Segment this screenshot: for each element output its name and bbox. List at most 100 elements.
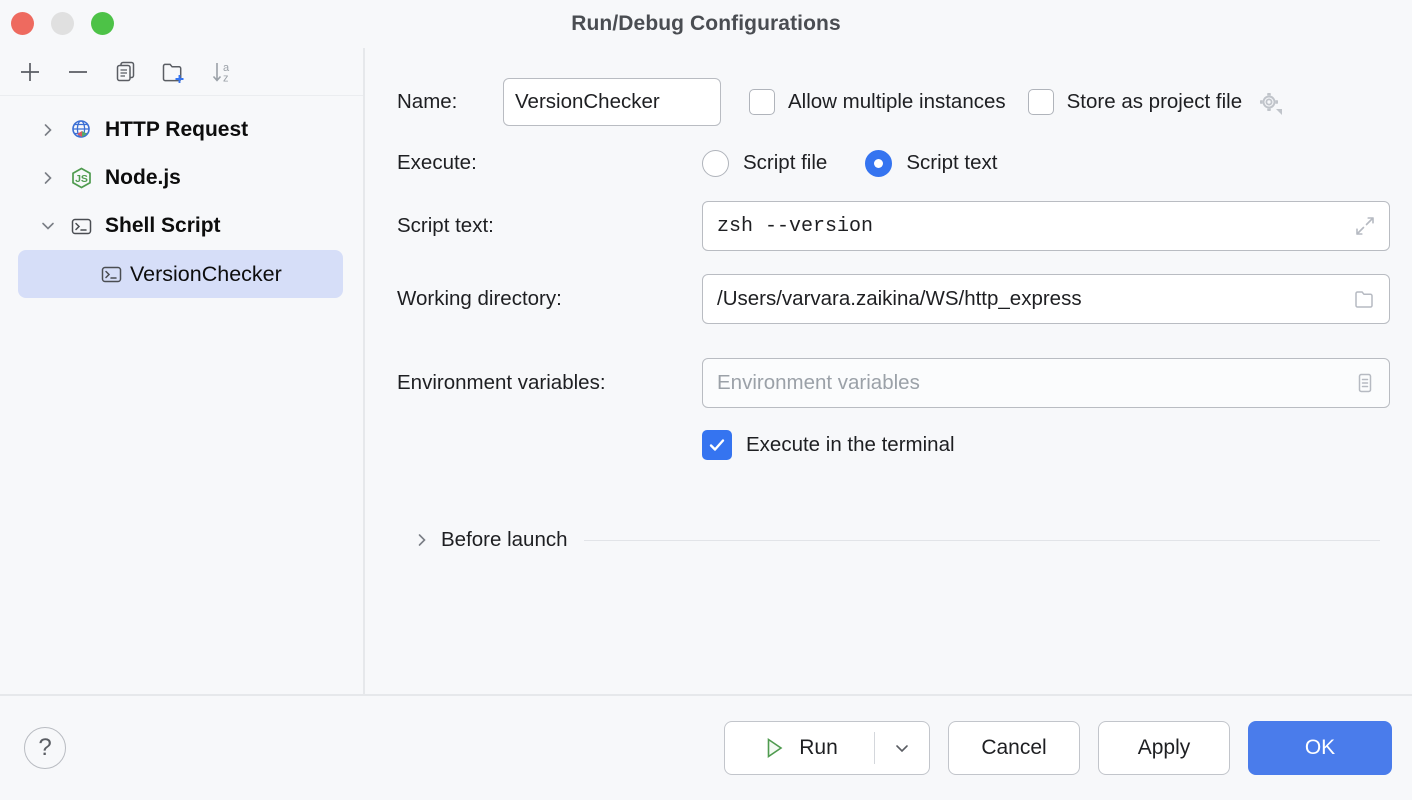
working-directory-row: Working directory: /Users/varvara.zaikin…: [397, 274, 1390, 324]
environment-variables-field[interactable]: Environment variables: [702, 358, 1390, 408]
dialog-footer: ? Run Cancel: [0, 696, 1412, 800]
new-folder-icon: [162, 63, 184, 83]
remove-configuration-button[interactable]: [56, 54, 100, 90]
help-button[interactable]: ?: [24, 727, 66, 769]
working-directory-label: Working directory:: [397, 287, 562, 310]
tree-item-versionchecker[interactable]: VersionChecker: [18, 250, 343, 298]
radio-script-text[interactable]: Script text: [865, 149, 998, 177]
run-dropdown-button[interactable]: [875, 722, 929, 774]
chevron-right-icon[interactable]: [36, 166, 60, 190]
svg-text:JS: JS: [75, 173, 88, 185]
button-divider: [874, 732, 875, 764]
dialog-body: a z: [0, 48, 1412, 696]
browse-directory-button[interactable]: [1347, 281, 1383, 317]
footer-buttons: Run Cancel Apply OK: [724, 721, 1392, 775]
working-directory-field[interactable]: /Users/varvara.zaikina/WS/http_express: [702, 274, 1390, 324]
radio-script-text-label: Script text: [906, 151, 998, 174]
environment-variables-placeholder: Environment variables: [717, 371, 920, 394]
chevron-down-icon: [896, 745, 908, 753]
tree-item-label: VersionChecker: [130, 261, 282, 286]
script-text-value: zsh --version: [717, 214, 874, 238]
edit-environment-variables-button[interactable]: [1347, 365, 1383, 401]
shell-script-icon: [98, 261, 124, 287]
allow-multiple-instances-label: Allow multiple instances: [788, 90, 1006, 113]
cancel-label: Cancel: [981, 736, 1047, 759]
zoom-window-button[interactable]: [91, 12, 114, 35]
add-folder-button[interactable]: [152, 54, 196, 90]
sort-configurations-button[interactable]: a z: [200, 54, 244, 90]
configurations-tree: HTTP Request JS Node.j: [0, 96, 363, 694]
name-label: Name:: [397, 90, 458, 113]
checkbox-box[interactable]: [702, 430, 732, 460]
close-window-button[interactable]: [11, 12, 34, 35]
copy-configuration-button[interactable]: [104, 54, 148, 90]
expand-icon: [1356, 217, 1374, 235]
window-title: Run/Debug Configurations: [571, 12, 841, 35]
configuration-form: Name: Allow multiple instances Store as …: [365, 48, 1412, 694]
working-directory-value: /Users/varvara.zaikina/WS/http_express: [717, 287, 1082, 310]
shell-script-icon: [68, 213, 94, 239]
folder-icon: [1355, 291, 1373, 308]
name-row: Name: Allow multiple instances Store as …: [397, 78, 1390, 126]
store-as-project-file-checkbox[interactable]: Store as project file: [1027, 89, 1243, 115]
name-input[interactable]: [503, 78, 721, 126]
script-text-row: Script text: zsh --version: [397, 201, 1390, 251]
before-launch-label: Before launch: [441, 528, 568, 551]
list-icon: [1358, 373, 1372, 393]
tree-item-http-request[interactable]: HTTP Request: [18, 106, 343, 154]
radio-script-file-label: Script file: [743, 151, 828, 174]
run-button[interactable]: Run: [724, 721, 930, 775]
chevron-right-icon[interactable]: [36, 118, 60, 142]
script-text-field[interactable]: zsh --version: [702, 201, 1390, 251]
tree-item-label: HTTP Request: [105, 118, 249, 141]
title-bar: Run/Debug Configurations: [0, 0, 1412, 48]
chevron-right-icon[interactable]: [409, 531, 435, 549]
checkbox-box[interactable]: [1027, 89, 1054, 115]
ok-button[interactable]: OK: [1248, 721, 1392, 775]
play-icon: [767, 737, 783, 759]
environment-variables-row: Environment variables: Environment varia…: [397, 358, 1390, 408]
svg-text:a: a: [223, 62, 230, 74]
checkmark-icon: [709, 439, 725, 451]
section-divider: [583, 539, 1380, 541]
execute-in-terminal-checkbox[interactable]: Execute in the terminal: [702, 430, 1390, 460]
project-file-settings-button[interactable]: [1254, 87, 1284, 117]
execute-row: Execute: Script file Script text: [397, 146, 1390, 180]
add-configuration-button[interactable]: [8, 54, 52, 90]
radio-button[interactable]: [702, 149, 729, 177]
chevron-down-icon[interactable]: [36, 214, 60, 238]
execute-in-terminal-label: Execute in the terminal: [746, 433, 955, 456]
configurations-panel: a z: [0, 48, 365, 694]
script-text-label: Script text:: [397, 214, 494, 237]
store-as-project-file-label: Store as project file: [1066, 90, 1243, 113]
checkbox-box[interactable]: [749, 89, 775, 115]
minus-icon: [69, 70, 87, 73]
nodejs-icon: JS: [68, 165, 94, 191]
ok-label: OK: [1304, 736, 1336, 759]
sort-az-icon: a z: [212, 62, 230, 84]
cancel-button[interactable]: Cancel: [948, 721, 1080, 775]
before-launch-section[interactable]: Before launch: [409, 528, 1390, 552]
svg-text:z: z: [223, 72, 229, 84]
radio-script-file[interactable]: Script file: [702, 149, 828, 177]
tree-item-shell-script[interactable]: Shell Script: [18, 202, 343, 250]
tree-item-label: Shell Script: [105, 214, 221, 237]
help-label: ?: [38, 734, 52, 761]
environment-variables-label: Environment variables:: [397, 371, 606, 394]
copy-icon: [116, 61, 135, 81]
apply-label: Apply: [1137, 736, 1191, 759]
run-label: Run: [799, 736, 838, 759]
http-request-icon: [68, 117, 94, 143]
apply-button[interactable]: Apply: [1098, 721, 1230, 775]
minimize-window-button[interactable]: [51, 12, 74, 35]
execute-label: Execute:: [397, 151, 477, 174]
expand-script-text-button[interactable]: [1347, 208, 1383, 244]
allow-multiple-instances-checkbox[interactable]: Allow multiple instances: [749, 89, 1006, 115]
radio-button[interactable]: [865, 149, 893, 177]
configurations-toolbar: a z: [0, 48, 363, 96]
plus-icon: [21, 62, 39, 81]
run-button-main[interactable]: Run: [725, 722, 874, 774]
gear-icon: [1260, 93, 1283, 115]
tree-item-nodejs[interactable]: JS Node.js: [18, 154, 343, 202]
